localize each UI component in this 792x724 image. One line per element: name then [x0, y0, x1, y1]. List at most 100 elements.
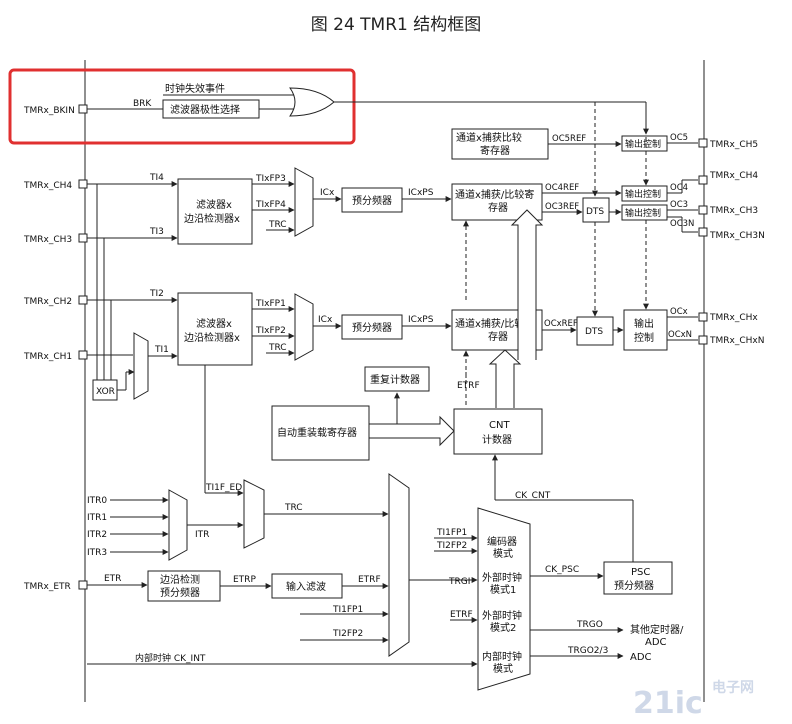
sig-trgo: TRGO [576, 620, 603, 630]
pin-ch3n-out-label: TMRx_CH3N [709, 231, 765, 241]
sig-itr: ITR [195, 530, 209, 540]
output-ctrl-3 [621, 204, 668, 221]
brk-filter-label: 滤波器极性选择 [170, 103, 240, 116]
sig-ti3: TI3 [149, 227, 164, 237]
encoder-line1: 编码器 [487, 535, 517, 548]
ch-capture-12-line2: 存器 [488, 330, 508, 343]
output-ctrl-4-label: 输出控制 [625, 188, 661, 200]
sig-oc4: OC4 [670, 183, 688, 193]
sig-etrf-a: ETRF [457, 381, 480, 391]
psc-line1: PSC [631, 567, 650, 578]
pin-ch4-in-label: TMRx_CH4 [23, 181, 72, 191]
psc-box [603, 561, 673, 595]
pin-ch4-out [698, 175, 708, 185]
sig-ocx: OCx [670, 307, 688, 317]
pin-etr-label: TMRx_ETR [23, 582, 71, 592]
sig-itr2: ITR2 [87, 530, 107, 540]
output-ctrl-x-line1: 输出 [634, 317, 654, 330]
ext1-line1: 外部时钟 [482, 571, 522, 584]
adc-label: ADC [630, 652, 652, 663]
sig-ti1fp1: TI1FP1 [436, 528, 467, 538]
sig-etrf-c: ETRF [450, 610, 473, 620]
ext2-line2: 模式2 [490, 621, 516, 634]
dts-x-label: DTS [585, 327, 603, 337]
dts-box-x [576, 316, 614, 346]
prescaler-12-label: 预分频器 [352, 321, 392, 334]
sig-oc5ref: OC5REF [552, 134, 586, 144]
encoder-line2: 模式 [493, 547, 513, 560]
filter-edge-12-line1: 滤波器x [196, 317, 232, 330]
prescaler-34-label: 预分频器 [352, 194, 392, 207]
pin-ch3-out [698, 205, 708, 215]
cnt-line1: CNT [489, 420, 510, 431]
pin-ch2-in-label: TMRx_CH2 [23, 297, 72, 307]
sig-ocxref: OCxREF [544, 319, 578, 329]
filter-edge-box-34 [177, 178, 253, 245]
pin-ch5-out-label: TMRx_CH5 [709, 140, 758, 150]
sig-itr1: ITR1 [87, 513, 107, 523]
pin-ch2-in [78, 295, 88, 305]
repeat-counter-label: 重复计数器 [370, 373, 420, 386]
filter-edge-34-line1: 滤波器x [196, 198, 232, 211]
sig-ocxn: OCxN [668, 330, 692, 340]
ch-capture-top-line1: 通道x捕获比较 [456, 131, 522, 144]
sig-ti2: TI2 [149, 289, 164, 299]
input-filter-box [271, 573, 343, 599]
hollow-arrow-cnt-to-12 [488, 349, 522, 408]
ch-capture-top-box [451, 128, 549, 160]
auto-reload-box [271, 405, 370, 461]
cnt-box [453, 408, 543, 455]
filter-edge-box-12 [177, 292, 253, 366]
output-ctrl-x-line2: 控制 [634, 331, 654, 344]
pin-bkin [78, 104, 88, 114]
sig-trgo23: TRGO2/3 [567, 646, 608, 656]
slave-mode-controller [477, 507, 531, 691]
psc-line2: 预分频器 [614, 579, 654, 592]
watermark-brand: 21ic [633, 686, 703, 721]
sig-ti1: TI1 [154, 345, 169, 355]
mux-ch34 [294, 167, 314, 237]
sig-icx-b: ICx [318, 315, 333, 325]
pin-chx-out [698, 312, 708, 322]
ch-capture-34-line2: 存器 [488, 201, 508, 214]
ch-capture-34-line1: 通道x捕获/比较寄 [455, 188, 534, 201]
brk-or-gate [289, 87, 335, 117]
pin-chxn-out-label: TMRx_CHxN [709, 336, 764, 346]
dts-3-label: DTS [586, 207, 604, 217]
prescaler-box-12 [341, 314, 403, 340]
internal-line1: 内部时钟 [482, 650, 522, 663]
sig-tixfp3-a: TIxFP3 [255, 174, 286, 184]
pin-ch1-in [78, 350, 88, 360]
pin-ch5-out [698, 138, 708, 148]
sig-trgi: TRGI [448, 577, 470, 587]
mux-trc [243, 479, 265, 549]
sig-ck-psc: CK_PSC [545, 565, 579, 575]
edge-prescaler-box [147, 570, 221, 602]
sig-ti4: TI4 [149, 173, 164, 183]
sig-trc-a: TRC [268, 220, 287, 230]
sig-icx-a: ICx [320, 188, 335, 198]
mux-trgi [388, 473, 410, 657]
sig-icxps-a: ICxPS [408, 188, 434, 198]
sig-etrf-b: ETRF [358, 575, 381, 585]
brk-event-label: 时钟失效事件 [165, 82, 225, 95]
pin-chxn-out [698, 335, 708, 345]
repeat-counter-box [364, 366, 430, 392]
sig-oc4ref: OC4REF [545, 183, 579, 193]
sig-oc3: OC3 [670, 200, 688, 210]
brk-label: BRK [133, 99, 152, 109]
auto-reload-label: 自动重装载寄存器 [277, 426, 357, 439]
mux-itr [168, 489, 188, 561]
output-ctrl-3-label: 输出控制 [625, 207, 661, 219]
pin-ch3-in-label: TMRx_CH3 [23, 235, 72, 245]
other-timer-line1: 其他定时器/ [630, 623, 684, 636]
mux-ch12 [294, 293, 314, 361]
figure-title: 图 24 TMR1 结构框图 [310, 15, 482, 35]
other-timer-line2: ADC [645, 637, 667, 648]
pin-ch4-out-label: TMRx_CH4 [709, 171, 758, 181]
pin-bkin-label: TMRx_BKIN [23, 106, 75, 116]
edge-presc-line1: 边沿检测 [160, 573, 200, 586]
sig-tixfp2: TIxFP2 [255, 326, 286, 336]
internal-line2: 模式 [493, 662, 513, 675]
